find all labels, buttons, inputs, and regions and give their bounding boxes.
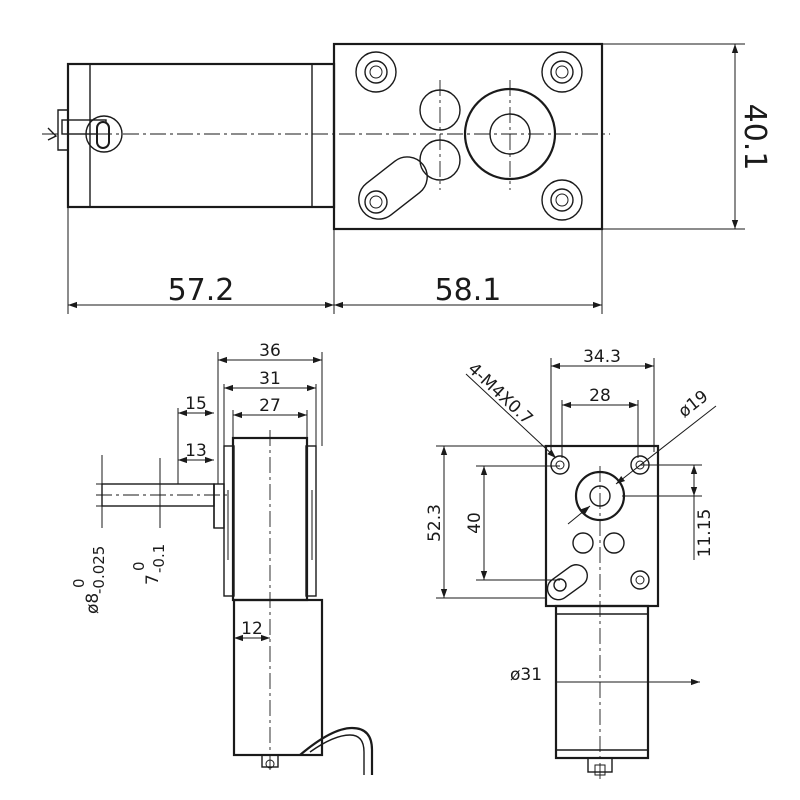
dim-shaft-dia: ø8 xyxy=(83,593,103,614)
dim-width-27: 27 xyxy=(259,396,281,416)
dim-bore-19: ø19 xyxy=(675,386,713,421)
dim-shaft-13: 13 xyxy=(185,441,207,461)
motor-body-top xyxy=(42,62,610,209)
motor-body-side xyxy=(232,598,374,775)
side-view: 36 31 27 15 13 12 ø8 0 -0.025 7 0 -0.1 xyxy=(70,341,374,775)
dim-motor-dia: ø31 xyxy=(510,665,542,685)
dim-total-width: 36 xyxy=(259,341,281,361)
dim-motor-length: 57.2 xyxy=(168,273,235,308)
dim-gearbox-length: 58.1 xyxy=(435,273,502,308)
dim-height: 40.1 xyxy=(737,104,772,171)
front-dimensions: 34.3 28 4-M4X0.7 ø19 52.3 40 11.15 ø31 xyxy=(425,347,717,686)
dim-12: 12 xyxy=(241,619,263,639)
top-view: 57.2 58.1 40.1 xyxy=(42,42,772,314)
dim-holes-28: 28 xyxy=(589,386,611,406)
dim-flat-tol-upper: 0 xyxy=(130,561,148,571)
dim-width-31: 31 xyxy=(259,369,281,389)
shaft-side xyxy=(96,483,230,507)
dim-flat-tol-lower: -0.1 xyxy=(150,544,168,573)
gearbox-front xyxy=(544,444,660,780)
motor-body-front xyxy=(554,604,650,776)
dim-width-343: 34.3 xyxy=(583,347,621,367)
dim-offset-1115: 11.15 xyxy=(695,509,715,558)
dim-screws: 4-M4X0.7 xyxy=(464,359,537,429)
front-view: 34.3 28 4-M4X0.7 ø19 52.3 40 11.15 ø31 xyxy=(425,347,717,780)
dim-shaft-dia-tol-upper: 0 xyxy=(70,578,88,588)
gearbox-top xyxy=(332,42,604,231)
dim-shaft-15: 15 xyxy=(185,394,207,414)
dim-holes-40: 40 xyxy=(465,512,485,534)
side-dimensions: 36 31 27 15 13 12 ø8 0 -0.025 7 0 -0.1 xyxy=(70,341,323,642)
top-dimensions: 57.2 58.1 40.1 xyxy=(67,43,772,314)
dim-flat: 7 xyxy=(143,574,163,585)
dim-height-523: 52.3 xyxy=(425,504,445,542)
dim-shaft-dia-tol-lower: -0.025 xyxy=(90,546,108,594)
